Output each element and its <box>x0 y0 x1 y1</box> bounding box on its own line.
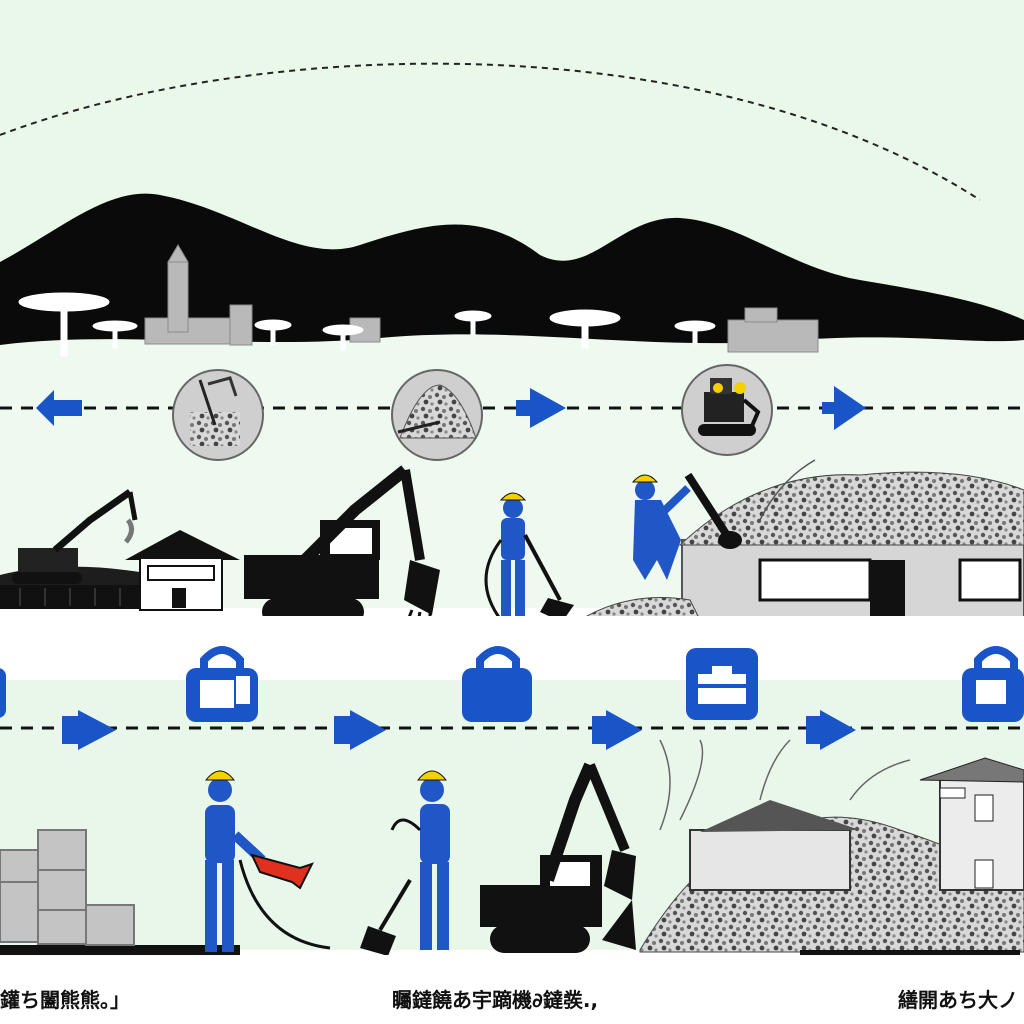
lock-icon <box>962 646 1024 722</box>
arrow-left-icon <box>36 390 82 426</box>
excavator-center-upper <box>244 465 440 626</box>
arrow-right-icon <box>806 710 856 750</box>
caption-left: 鑵ち闔熊熊。」 <box>0 988 130 1012</box>
step-circle-mini-excavator <box>681 364 773 456</box>
step-circle-rubble-pile <box>391 369 483 461</box>
distant-town <box>144 244 819 353</box>
worker-red-tool <box>204 770 331 952</box>
step-circle-debris-grab <box>172 369 264 461</box>
arrow-right-icon <box>516 388 566 428</box>
worker-shovel-lower <box>360 770 450 956</box>
lock-icon <box>462 646 532 722</box>
small-house <box>125 530 240 611</box>
dashed-trajectory-arc <box>0 62 981 201</box>
caption-right: 繕開あち大ノ <box>898 988 1018 1012</box>
stacked-concrete-blocks <box>0 829 240 959</box>
arrow-right-icon <box>592 710 642 750</box>
toolbox-icon <box>686 648 758 720</box>
arrow-right-icon <box>822 386 866 430</box>
lock-icon <box>186 646 258 722</box>
trees <box>18 292 716 357</box>
lock-icon <box>0 668 6 718</box>
collapsed-building-upper <box>578 471 1024 621</box>
worker-shovel-upper <box>484 492 574 622</box>
arrow-right-icon <box>62 710 116 750</box>
caption-center: 矚鐽饒あ宇蹢機∂鐽彂., <box>392 988 599 1012</box>
worker-jackhammer-upper <box>631 459 816 580</box>
arrow-right-icon <box>334 710 386 750</box>
excavator-center-lower <box>480 762 636 953</box>
